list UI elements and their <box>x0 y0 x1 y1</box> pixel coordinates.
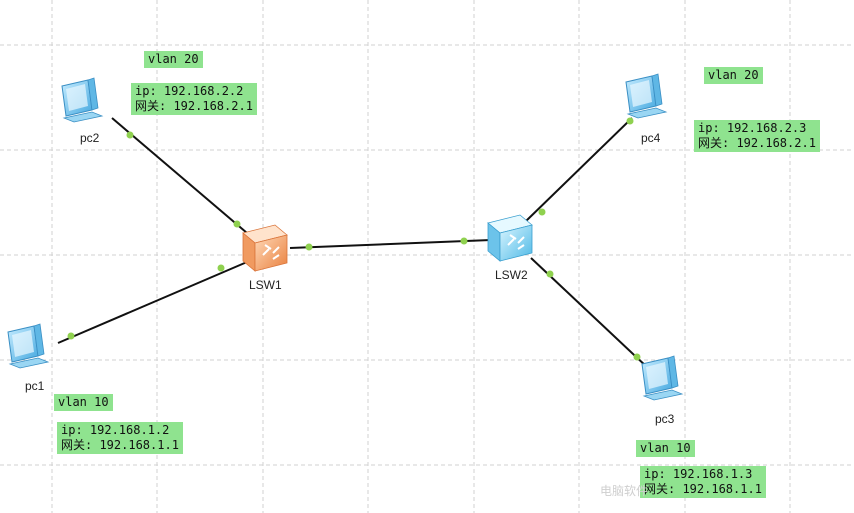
port-dot <box>233 220 241 228</box>
pc1-vlan-label: vlan 10 <box>54 394 113 411</box>
port-dot <box>633 353 641 361</box>
port-dot <box>67 332 75 340</box>
port-dot <box>217 264 225 272</box>
pc3-vlan-label: vlan 10 <box>636 440 695 457</box>
lsw1-device[interactable] <box>242 224 288 272</box>
pc-icon <box>625 73 667 119</box>
port-dot <box>546 270 554 278</box>
pc3-ip: ip: 192.168.1.3 <box>644 467 753 481</box>
port-dot <box>538 208 546 216</box>
pc2-device[interactable] <box>61 77 103 123</box>
pc1-device[interactable] <box>7 323 49 369</box>
watermark: 电脑软件 <box>600 484 649 498</box>
port-dots <box>67 117 641 361</box>
pc4-ip: ip: 192.168.2.3 <box>698 121 807 135</box>
port-dot <box>126 131 134 139</box>
pc4-name: pc4 <box>641 131 661 145</box>
pc2-name: pc2 <box>80 131 100 145</box>
pc3-ip-label: ip: 192.168.1.3 网关: 192.168.1.1 <box>640 466 766 498</box>
pc4-gateway: 网关: 192.168.2.1 <box>698 136 816 150</box>
link-pc1-lsw1[interactable] <box>57 261 248 344</box>
link-pc4-lsw2[interactable] <box>524 117 633 223</box>
pc4-device[interactable] <box>625 73 667 119</box>
link-lsw1-lsw2[interactable] <box>289 239 492 249</box>
pc1-gateway: 网关: 192.168.1.1 <box>61 438 179 452</box>
pc2-gateway: 网关: 192.168.2.1 <box>135 99 253 113</box>
switch-icon <box>242 224 288 272</box>
pc4-vlan-label: vlan 20 <box>704 67 763 84</box>
switch-icon <box>487 214 533 262</box>
pc3-device[interactable] <box>641 355 683 401</box>
port-dot <box>626 117 634 125</box>
pc-icon <box>641 355 683 401</box>
lsw2-name: LSW2 <box>495 268 528 282</box>
pc2-vlan-label: vlan 20 <box>144 51 203 68</box>
port-dot <box>305 243 313 251</box>
pc1-ip-label: ip: 192.168.1.2 网关: 192.168.1.1 <box>57 422 183 454</box>
pc4-ip-label: ip: 192.168.2.3 网关: 192.168.2.1 <box>694 120 820 152</box>
pc1-name: pc1 <box>25 379 45 393</box>
pc3-name: pc3 <box>655 412 675 426</box>
port-dot <box>460 237 468 245</box>
pc3-gateway: 网关: 192.168.1.1 <box>644 482 762 496</box>
pc-icon <box>7 323 49 369</box>
lsw1-name: LSW1 <box>249 278 282 292</box>
pc2-ip-label: ip: 192.168.2.2 网关: 192.168.2.1 <box>131 83 257 115</box>
link-pc2-lsw1[interactable] <box>111 117 248 234</box>
pc2-ip: ip: 192.168.2.2 <box>135 84 244 98</box>
pc1-ip: ip: 192.168.1.2 <box>61 423 170 437</box>
pc-icon <box>61 77 103 123</box>
links <box>57 117 649 369</box>
lsw2-device[interactable] <box>487 214 533 262</box>
